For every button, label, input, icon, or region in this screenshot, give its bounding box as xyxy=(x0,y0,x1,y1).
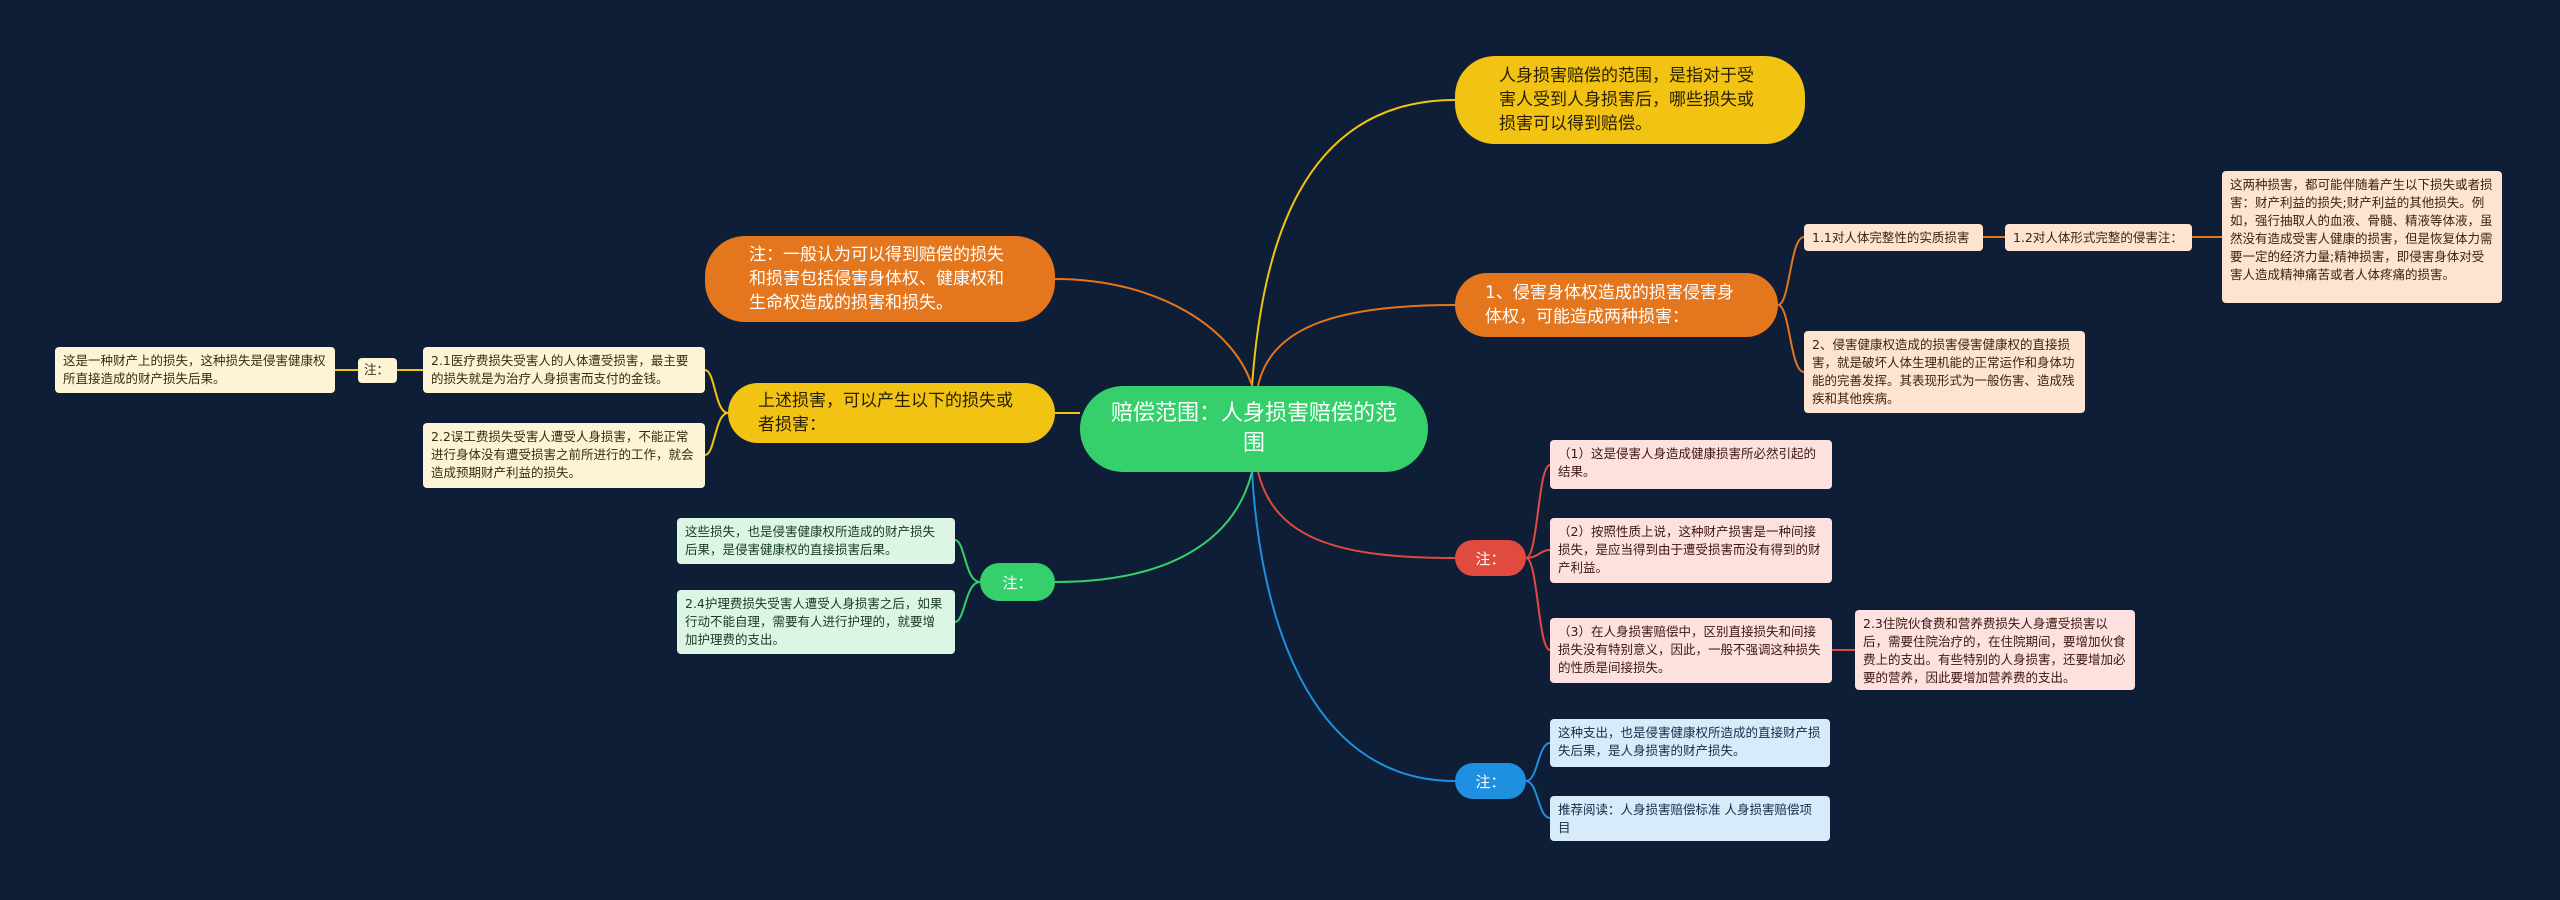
link-red-item1 xyxy=(1525,464,1551,559)
note-red-topic[interactable]: 注： xyxy=(1455,540,1526,576)
note-orange-topic[interactable]: 注：一般认为可以得到赔偿的损失和损害包括侵害身体权、健康权和生命权造成的损害和损… xyxy=(705,236,1055,322)
link-root-note-blue xyxy=(1251,471,1456,782)
link-root-note-red xyxy=(1257,471,1456,559)
note-red-item3-label: （3）在人身损害赔偿中，区别直接损失和间接损失没有特别意义，因此，一般不强调这种… xyxy=(1558,624,1821,675)
note-green-item2[interactable]: 2.4护理费损失受害人遭受人身损害之后，如果行动不能自理，需要有人进行护理的，就… xyxy=(677,590,955,654)
branch1-item2-label: 2、侵害健康权造成的损害侵害健康权的直接损害，就是破坏人体生理机能的正常运作和身… xyxy=(1812,337,2075,406)
branch1-topic[interactable]: 1、侵害身体权造成的损害侵害身体权，可能造成两种损害： xyxy=(1455,273,1778,337)
note-blue-topic[interactable]: 注： xyxy=(1455,763,1526,799)
note-blue-item2[interactable]: 推荐阅读：人身损害赔偿标准 人身损害赔偿项目 xyxy=(1550,796,1830,841)
losses-topic[interactable]: 上述损害，可以产生以下的损失或者损害： xyxy=(728,383,1055,443)
link-green-item1 xyxy=(954,539,981,583)
note-blue-item2-label: 推荐阅读：人身损害赔偿标准 人身损害赔偿项目 xyxy=(1558,802,1812,835)
branch1-topic-label: 1、侵害身体权造成的损害侵害身体权，可能造成两种损害： xyxy=(1485,283,1734,327)
losses-item2[interactable]: 2.2误工费损失受害人遭受人身损害，不能正常进行身体没有遭受损害之前所进行的工作… xyxy=(423,423,705,488)
link-losses-item2 xyxy=(704,412,729,456)
note-red-item3[interactable]: （3）在人身损害赔偿中，区别直接损失和间接损失没有特别意义，因此，一般不强调这种… xyxy=(1550,618,1832,683)
branch1-item1-label: 1.1对人体完整性的实质损害 xyxy=(1812,230,1970,245)
note-green-topic[interactable]: 注： xyxy=(980,563,1055,601)
branch1-item1-note-label: 这两种损害，都可能伴随着产生以下损失或者损害：财产利益的损失;财产利益的其他损失… xyxy=(2230,177,2493,282)
link-red-item3 xyxy=(1525,557,1551,651)
note-red-item1-label: （1）这是侵害人身造成健康损害所必然引起的结果。 xyxy=(1558,446,1816,479)
note-green-topic-label: 注： xyxy=(1002,573,1033,592)
note-red-item3-child-label: 2.3住院伙食费和营养费损失人身遭受损害以后，需要住院治疗的，在住院期间，要增加… xyxy=(1863,616,2126,685)
link-blue-item2 xyxy=(1525,780,1551,819)
losses-item1-note-label: 这是一种财产上的损失，这种损失是侵害健康权所直接造成的财产损失后果。 xyxy=(63,353,326,386)
note-green-item1-label: 这些损失，也是侵害健康权所造成的财产损失后果，是侵害健康权的直接损害后果。 xyxy=(685,524,936,557)
intro-topic-label: 人身损害赔偿的范围，是指对于受害人受到人身损害后，哪些损失或损害可以得到赔偿。 xyxy=(1499,66,1754,134)
losses-item1-label: 2.1医疗费损失受害人的人体遭受损害，最主要的损失就是为治疗人身损害而支付的金钱… xyxy=(431,353,689,386)
link-root-note-orange xyxy=(1054,278,1253,387)
branch1-item1[interactable]: 1.1对人体完整性的实质损害 xyxy=(1804,224,1983,251)
losses-item2-label: 2.2误工费损失受害人遭受人身损害，不能正常进行身体没有遭受损害之前所进行的工作… xyxy=(431,429,694,480)
note-blue-item1[interactable]: 这种支出，也是侵害健康权所造成的直接财产损失后果，是人身损害的财产损失。 xyxy=(1550,719,1830,767)
note-green-item2-label: 2.4护理费损失受害人遭受人身损害之后，如果行动不能自理，需要有人进行护理的，就… xyxy=(685,596,943,647)
losses-item1-note-tag[interactable]: 注： xyxy=(358,358,397,383)
losses-item1[interactable]: 2.1医疗费损失受害人的人体遭受损害，最主要的损失就是为治疗人身损害而支付的金钱… xyxy=(423,347,705,393)
losses-item1-note[interactable]: 这是一种财产上的损失，这种损失是侵害健康权所直接造成的财产损失后果。 xyxy=(55,347,335,393)
note-blue-item1-label: 这种支出，也是侵害健康权所造成的直接财产损失后果，是人身损害的财产损失。 xyxy=(1558,725,1821,758)
link-branch1-item2 xyxy=(1777,304,1805,373)
note-red-item3-child[interactable]: 2.3住院伙食费和营养费损失人身遭受损害以后，需要住院治疗的，在住院期间，要增加… xyxy=(1855,610,2135,690)
link-red-item2 xyxy=(1525,549,1551,559)
note-orange-topic-label: 注：一般认为可以得到赔偿的损失和损害包括侵害身体权、健康权和生命权造成的损害和损… xyxy=(749,245,1004,313)
link-branch1-item1 xyxy=(1777,236,1805,306)
losses-item1-note-tag-label: 注： xyxy=(364,362,390,377)
link-root-intro xyxy=(1251,99,1456,387)
branch1-item1-child-label: 1.2对人体形式完整的侵害注： xyxy=(2013,230,2183,245)
link-root-branch1 xyxy=(1257,304,1456,387)
branch1-item1-note[interactable]: 这两种损害，都可能伴随着产生以下损失或者损害：财产利益的损失;财产利益的其他损失… xyxy=(2222,171,2502,303)
branch1-item2[interactable]: 2、侵害健康权造成的损害侵害健康权的直接损害，就是破坏人体生理机能的正常运作和身… xyxy=(1804,331,2085,413)
branch1-item1-child[interactable]: 1.2对人体形式完整的侵害注： xyxy=(2005,224,2192,251)
note-red-item1[interactable]: （1）这是侵害人身造成健康损害所必然引起的结果。 xyxy=(1550,440,1832,489)
note-red-item2[interactable]: （2）按照性质上说，这种财产损害是一种间接损失，是应当得到由于遭受损害而没有得到… xyxy=(1550,518,1832,583)
link-root-note-green xyxy=(1054,471,1253,583)
intro-topic[interactable]: 人身损害赔偿的范围，是指对于受害人受到人身损害后，哪些损失或损害可以得到赔偿。 xyxy=(1455,56,1805,144)
note-red-item2-label: （2）按照性质上说，这种财产损害是一种间接损失，是应当得到由于遭受损害而没有得到… xyxy=(1558,524,1821,575)
link-losses-item1 xyxy=(704,369,729,414)
note-blue-topic-label: 注： xyxy=(1475,772,1506,791)
root-topic[interactable]: 赔偿范围：人身损害赔偿的范围 xyxy=(1080,386,1428,472)
link-blue-item1 xyxy=(1525,742,1551,782)
note-green-item1[interactable]: 这些损失，也是侵害健康权所造成的财产损失后果，是侵害健康权的直接损害后果。 xyxy=(677,518,955,564)
link-green-item2 xyxy=(954,581,981,623)
note-red-topic-label: 注： xyxy=(1475,549,1506,568)
losses-topic-label: 上述损害，可以产生以下的损失或者损害： xyxy=(758,391,1013,435)
root-topic-label: 赔偿范围：人身损害赔偿的范围 xyxy=(1110,401,1397,456)
